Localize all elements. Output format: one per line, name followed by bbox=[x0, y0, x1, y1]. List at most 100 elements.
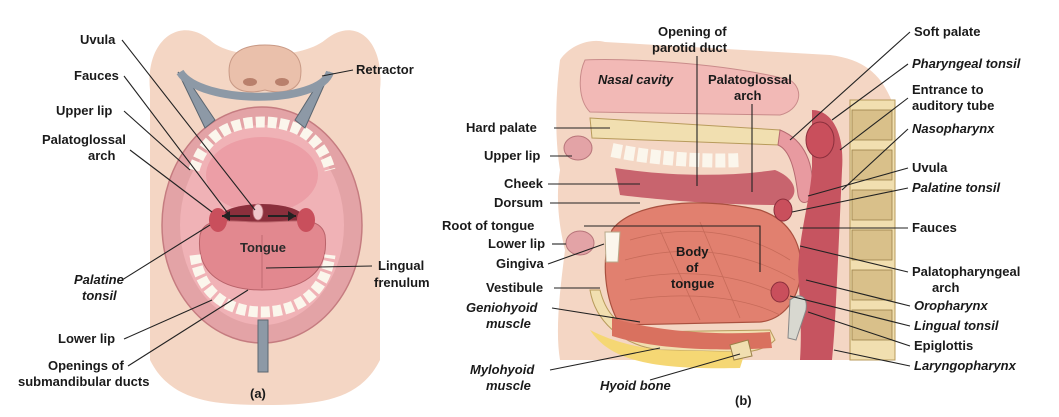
leader-a-upper-lip bbox=[123, 110, 191, 171]
label-b-fauces: Fauces bbox=[912, 220, 957, 235]
panel-b-leaders bbox=[547, 31, 911, 381]
panel-a-leaders bbox=[121, 39, 373, 367]
leader-a-lingual bbox=[265, 265, 373, 269]
label-a-fauces: Fauces bbox=[74, 68, 119, 83]
label-a-openings-1: Openings of bbox=[48, 358, 125, 373]
leader-b-gingiva bbox=[547, 243, 605, 265]
caption-a: (a) bbox=[250, 386, 266, 401]
palatine-tonsil-shape bbox=[773, 198, 793, 222]
tongue-body bbox=[604, 202, 802, 326]
label-b-palatoglossal-2: arch bbox=[734, 88, 762, 103]
uvula-shape bbox=[252, 203, 264, 221]
label-b-uvula: Uvula bbox=[912, 160, 948, 175]
upper-teeth-b bbox=[610, 143, 741, 168]
label-b-gingiva: Gingiva bbox=[496, 256, 544, 271]
upper-teeth bbox=[188, 116, 336, 172]
leader-a-palatoglossal bbox=[129, 149, 213, 213]
pharynx bbox=[798, 110, 843, 360]
geniohyoid-muscle-shape bbox=[612, 318, 772, 350]
label-b-cheek: Cheek bbox=[504, 176, 544, 191]
nostril-left bbox=[243, 78, 257, 86]
label-b-oropharynx: Oropharynx bbox=[914, 298, 988, 313]
panel-b-illustration bbox=[556, 40, 896, 369]
label-b-geniohyoid-2: muscle bbox=[486, 316, 531, 331]
leader-a-lower-lip bbox=[123, 299, 213, 340]
label-b-body-1: Body bbox=[676, 244, 709, 259]
label-a-palatoglossal-1: Palatoglossal bbox=[42, 132, 126, 147]
leader-b-root bbox=[584, 225, 761, 272]
label-b-entrance-1: Entrance to bbox=[912, 82, 984, 97]
label-a-uvula: Uvula bbox=[80, 32, 116, 47]
label-a-upper-lip: Upper lip bbox=[56, 103, 112, 118]
leader-a-retractor bbox=[321, 69, 354, 77]
leader-b-pharyngeal-tonsil bbox=[831, 63, 909, 121]
label-b-mylohyoid-1: Mylohyoid bbox=[470, 362, 535, 377]
label-a-palatine-2: tonsil bbox=[82, 288, 117, 303]
leader-a-openings bbox=[127, 289, 249, 367]
oral-cavity bbox=[615, 168, 795, 205]
label-b-mylohyoid-2: muscle bbox=[486, 378, 531, 393]
label-b-body-2: of bbox=[686, 260, 699, 275]
label-b-parotid-2: parotid duct bbox=[652, 40, 728, 55]
leader-b-laryngopharynx bbox=[833, 349, 911, 367]
lower-incisor bbox=[604, 231, 621, 263]
label-b-entrance-2: auditory tube bbox=[912, 98, 994, 113]
leader-a-palatine bbox=[121, 224, 211, 281]
leader-b-soft-palate bbox=[789, 31, 911, 141]
label-b-nasal-cavity: Nasal cavity bbox=[598, 72, 674, 87]
leader-b-entrance bbox=[839, 97, 909, 151]
label-b-palatoglossal-1: Palatoglossal bbox=[708, 72, 792, 87]
label-b-nasopharynx: Nasopharynx bbox=[912, 121, 995, 136]
soft-palate-shape bbox=[777, 129, 814, 203]
palatine-tonsil-left bbox=[209, 208, 227, 232]
label-b-parotid-1: Opening of bbox=[658, 24, 727, 39]
label-a-retractor: Retractor bbox=[356, 62, 414, 77]
lingual-tonsil-shape bbox=[770, 281, 790, 303]
leader-b-oropharynx bbox=[805, 279, 911, 307]
nasal-cavity-region bbox=[579, 59, 800, 116]
leader-b-nasopharynx bbox=[841, 128, 909, 191]
label-b-lingual-tonsil: Lingual tonsil bbox=[914, 318, 999, 333]
leader-b-palatine-tonsil bbox=[791, 187, 909, 213]
label-b-palatopharyngeal-2: arch bbox=[932, 280, 960, 295]
label-a-lingual-2: frenulum bbox=[374, 275, 430, 290]
label-b-laryngopharynx: Laryngopharynx bbox=[914, 358, 1017, 373]
label-b-upper-lip: Upper lip bbox=[484, 148, 540, 163]
palate bbox=[206, 137, 318, 213]
label-b-epiglottis: Epiglottis bbox=[914, 338, 973, 353]
leader-b-epiglottis bbox=[807, 311, 911, 347]
leader-a-uvula bbox=[121, 39, 256, 211]
label-b-hyoid-bone: Hyoid bone bbox=[600, 378, 671, 393]
label-b-soft-palate: Soft palate bbox=[914, 24, 980, 39]
label-a-openings-2: submandibular ducts bbox=[18, 374, 149, 389]
label-a-lingual-1: Lingual bbox=[378, 258, 424, 273]
retractor-lower bbox=[257, 319, 269, 373]
panel-b-labels: Opening of parotid duct Soft palate Nasa… bbox=[442, 24, 1021, 408]
label-a-palatine-1: Palatine bbox=[74, 272, 124, 287]
leader-a-fauces bbox=[123, 75, 231, 217]
lower-teeth bbox=[189, 254, 336, 318]
leader-b-lingual-tonsil bbox=[789, 295, 911, 327]
label-b-dorsum: Dorsum bbox=[494, 195, 543, 210]
panel-a-illustration bbox=[149, 30, 381, 405]
palatine-tonsil-right bbox=[297, 208, 315, 232]
label-b-palatine-tonsil: Palatine tonsil bbox=[912, 180, 1001, 195]
arrowhead-right bbox=[288, 211, 296, 221]
label-b-vestibule: Vestibule bbox=[486, 280, 543, 295]
label-a-tongue: Tongue bbox=[240, 240, 286, 255]
leader-b-mylohyoid bbox=[549, 347, 661, 371]
fat-layer bbox=[590, 330, 745, 369]
leader-b-hyoid bbox=[649, 353, 741, 381]
label-b-hard-palate: Hard palate bbox=[466, 120, 537, 135]
leader-b-palatopharyngeal bbox=[799, 245, 909, 273]
upper-lip-b bbox=[563, 135, 593, 161]
label-a-lower-lip: Lower lip bbox=[58, 331, 115, 346]
label-b-geniohyoid-1: Geniohyoid bbox=[466, 300, 539, 315]
label-b-root-of-tongue: Root of tongue bbox=[442, 218, 534, 233]
label-a-palatoglossal-2: arch bbox=[88, 148, 116, 163]
nose bbox=[228, 44, 302, 93]
label-b-body-3: tongue bbox=[671, 276, 714, 291]
panel-a-labels: Uvula Fauces Upper lip Palatoglossal arc… bbox=[18, 32, 430, 401]
lower-lip-b bbox=[565, 230, 595, 256]
